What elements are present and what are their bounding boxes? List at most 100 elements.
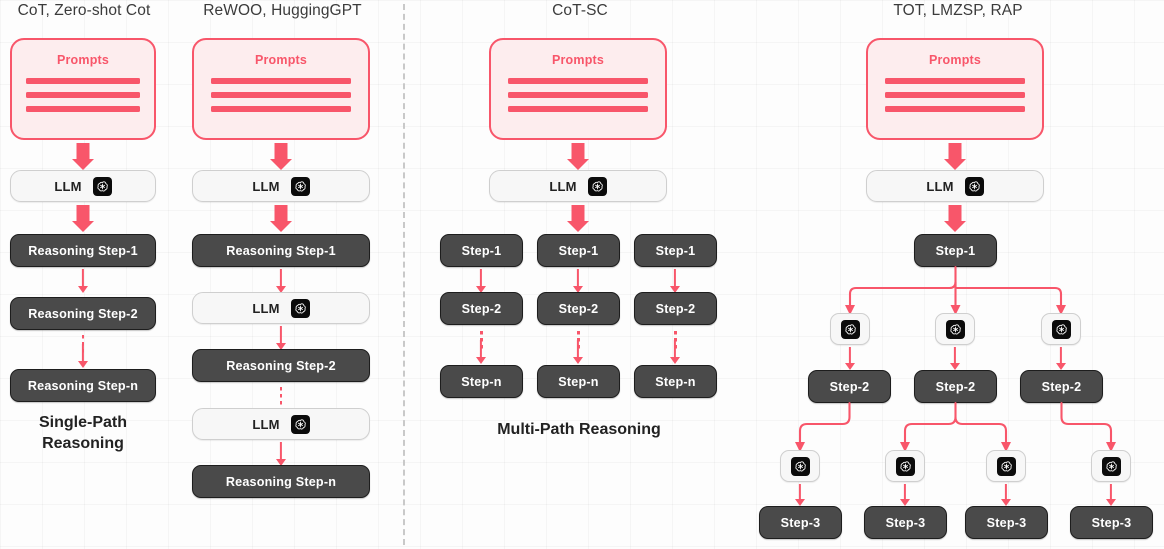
openai-logo-icon [790,456,810,476]
prompts-label: Prompts [551,53,605,67]
step-box-root: Step-1 [914,234,997,267]
llm-box-tot: LLM [866,170,1044,202]
prompt-line [26,106,140,112]
arrow-llmnode-to-step2 [942,347,968,371]
arrow-path1-step1-step2 [468,269,494,294]
arrow-path2-to-stepn [565,340,591,365]
ellipsis-connector [279,387,283,407]
llm-node [885,450,925,482]
arrow-llmnode-to-step2 [837,347,863,371]
prompt-line [885,92,1025,98]
llm-label: LLM [54,178,82,194]
arrow-step1-to-llm2 [268,269,294,294]
step-box: Reasoning Step-1 [192,234,370,267]
step-box: Reasoning Step-2 [10,297,156,330]
prompt-line [26,92,140,98]
step-box: Step-1 [634,234,717,267]
llm-box-rewoo-3: LLM [192,408,370,440]
llm-box-rewoo-1: LLM [192,170,370,202]
llm-label: LLM [252,416,280,432]
prompts-label: Prompts [56,53,110,67]
prompt-line [885,78,1025,84]
llm-node [1091,450,1131,482]
arrow-llmnode-to-step3 [787,484,813,507]
llm-node [935,313,975,345]
arrow-step1-to-step2 [70,269,96,294]
prompts-label: Prompts [928,53,982,67]
prompt-line [211,106,351,112]
step-box: Step-3 [965,506,1048,539]
arrow-llmnode-to-step3 [993,484,1019,507]
prompt-lines [26,78,140,112]
arrow-llm2-to-step2 [268,326,294,351]
arrow-prompts-to-llm [268,143,294,170]
llm-node [986,450,1026,482]
caption-single-path: Single-Path Reasoning [38,414,127,452]
llm-label: LLM [252,300,280,316]
step-box: Step-n [634,365,717,398]
prompt-line [508,92,648,98]
step-box: Step-2 [440,292,523,325]
prompts-card-cotsc: Prompts [489,38,667,140]
prompt-line [26,78,140,84]
openai-logo-icon [840,319,860,339]
llm-label: LLM [252,178,280,194]
column-header-cotsc: CoT-SC [552,2,608,19]
section-divider [403,4,405,545]
llm-node [1041,313,1081,345]
step-box: Step-2 [634,292,717,325]
prompts-card-rewoo: Prompts [192,38,370,140]
column-header-rewoo: ReWOO, HuggingGPT [203,2,362,19]
arrow-llm-to-step1 [268,205,294,232]
step-box: Step-3 [864,506,947,539]
step-box: Step-1 [537,234,620,267]
llm-node [830,313,870,345]
column-header-cot: CoT, Zero-shot Cot [17,2,151,19]
llm-box-cot: LLM [10,170,156,202]
prompts-card-cot: Prompts [10,38,156,140]
arrow-llm-to-paths [565,205,591,232]
llm-node [780,450,820,482]
arrow-llm-to-root [942,205,968,232]
openai-logo-icon [290,414,310,434]
arrow-prompts-to-llm [942,143,968,170]
openai-logo-icon [1051,319,1071,339]
llm-label: LLM [549,178,577,194]
prompts-label: Prompts [254,53,308,67]
prompt-lines [508,78,648,112]
arrow-to-stepn [70,344,96,369]
step-box: Step-n [440,365,523,398]
arrow-llm-to-step1 [70,205,96,232]
step-box: Reasoning Step-n [192,465,370,498]
step-box: Step-3 [759,506,842,539]
openai-logo-icon [964,176,984,196]
arrow-llmnode-to-step2 [1048,347,1074,371]
arrow-llmnode-to-step3 [1098,484,1124,507]
prompt-line [508,78,648,84]
step-box: Reasoning Step-n [10,369,156,402]
arrow-path3-to-stepn [662,340,688,365]
arrow-prompts-to-llm [70,143,96,170]
openai-logo-icon [587,176,607,196]
step-box: Step-2 [537,292,620,325]
arrow-path2-step1-step2 [565,269,591,294]
llm-box-rewoo-2: LLM [192,292,370,324]
column-header-tot: TOT, LMZSP, RAP [893,2,1023,19]
openai-logo-icon [92,176,112,196]
prompt-line [508,106,648,112]
step-box: Reasoning Step-1 [10,234,156,267]
openai-logo-icon [895,456,915,476]
arrow-path1-to-stepn [468,340,494,365]
step-box: Step-n [537,365,620,398]
caption-multi-path: Multi-Path Reasoning [497,421,661,438]
step-box: Reasoning Step-2 [192,349,370,382]
openai-logo-icon [1101,456,1121,476]
prompt-line [211,92,351,98]
arrow-path3-step1-step2 [662,269,688,294]
prompt-line [211,78,351,84]
prompts-card-tot: Prompts [866,38,1044,140]
openai-logo-icon [996,456,1016,476]
